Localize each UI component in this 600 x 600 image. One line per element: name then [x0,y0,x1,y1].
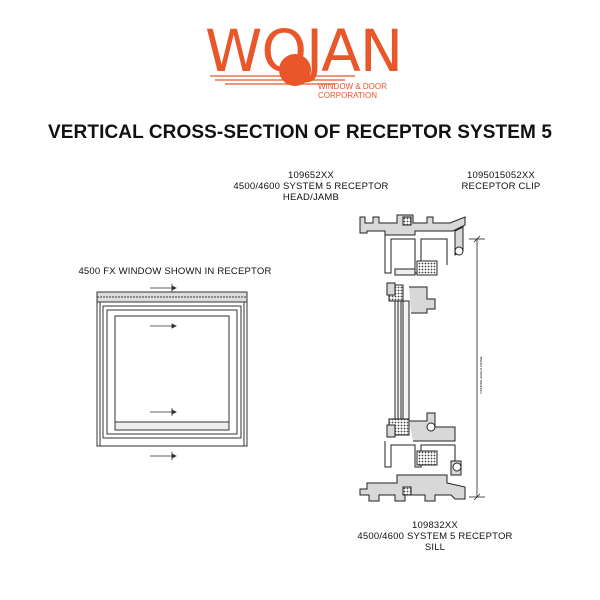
window-elevation-drawing [96,284,248,460]
head-type: HEAD/JAMB [282,192,340,203]
clip-description: RECEPTOR CLIP [461,181,541,192]
sill-description: 4500/4600 SYSTEM 5 RECEPTOR [357,531,513,542]
window-callout: 4500 FX WINDOW SHOWN IN RECEPTOR [70,266,280,277]
clip-part-number: 1095015052XX [467,170,535,181]
sill-receptor-profile [359,441,466,502]
head-receptor-profile [359,214,466,276]
logo-wordmark: WOJAN [205,17,403,85]
sill-part-number: 109832XX [412,520,458,531]
logo-subtitle: WINDOW & DOOR CORPORATION [318,82,387,100]
receptor-clip-callout: 1095015052XX RECEPTOR CLIP [446,170,556,192]
cross-section-drawing: OPENING HEIGHT FRAME [359,214,485,502]
head-jamb-callout: 109652XX 4500/4600 SYSTEM 5 RECEPTOR HEA… [226,170,396,203]
glazing-area [114,315,230,423]
opening-height-dimension [469,235,485,501]
page-title: VERTICAL CROSS-SECTION OF RECEPTOR SYSTE… [48,122,552,143]
head-description: 4500/4600 SYSTEM 5 RECEPTOR [233,181,389,192]
head-part-number: 109652XX [288,170,334,181]
logo-subtitle-line1: WINDOW & DOOR [318,82,387,91]
sill-band [114,421,230,431]
sill-type: SILL [424,542,446,553]
window-label: 4500 FX WINDOW SHOWN IN RECEPTOR [78,266,272,277]
sill-callout: 109832XX 4500/4600 SYSTEM 5 RECEPTOR SIL… [340,520,530,553]
window-frame [102,305,242,439]
logo-sun-graphic [210,54,355,86]
logo-subtitle-line2: CORPORATION [318,91,377,100]
opening-height-label: OPENING HEIGHT FRAME [479,356,483,393]
glazing-section [386,282,456,442]
